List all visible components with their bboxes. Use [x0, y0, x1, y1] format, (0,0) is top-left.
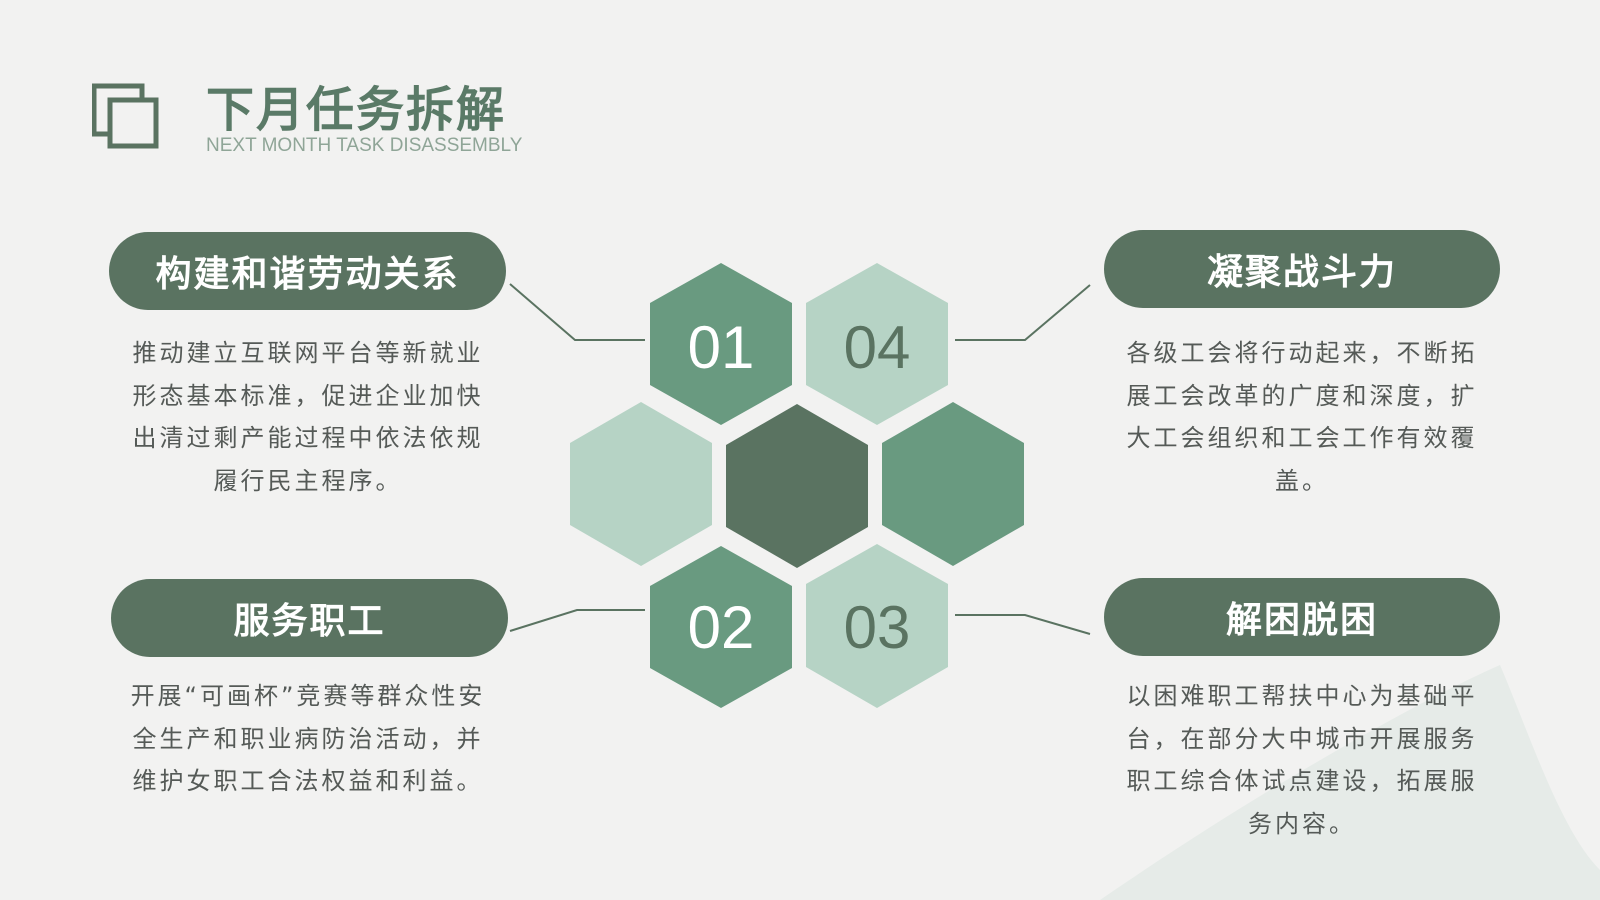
task-description-02: 开展“可画杯”竞赛等群众性安全生产和职业病防治活动，并维护女职工合法权益和利益。 — [130, 682, 486, 795]
task-title-pill-03: 解困脱困 — [1104, 578, 1500, 656]
hexagon-number-04: 04 — [843, 314, 911, 381]
connector-line-01 — [509, 283, 645, 341]
connector-line-02 — [509, 609, 645, 632]
hexagon-center — [726, 404, 868, 568]
hexagon-01 — [650, 263, 792, 425]
hexagon-right — [882, 402, 1024, 566]
hexagon-04 — [806, 263, 948, 425]
hexagon-left — [570, 402, 712, 566]
task-title-pill-04: 凝聚战斗力 — [1104, 230, 1500, 308]
hexagon-number-02: 02 — [687, 594, 755, 661]
task-title-pill-02: 服务职工 — [111, 579, 508, 657]
task-title-pill-01: 构建和谐劳动关系 — [109, 232, 506, 310]
hexagon-03 — [806, 544, 948, 708]
page-title: 下月任务拆解 — [206, 82, 507, 138]
task-description-03: 以困难职工帮扶中心为基础平台，在部分大中城市开展服务职工综合体试点建设，拓展服务… — [1126, 682, 1478, 838]
task-description-04: 各级工会将行动起来，不断拓展工会改革的广度和深度，扩大工会组织和工会工作有效覆盖… — [1126, 339, 1478, 495]
connector-line-03 — [955, 614, 1091, 635]
hexagon-number-03: 03 — [843, 594, 911, 661]
hexagon-02 — [650, 546, 792, 708]
layered-squares-icon — [92, 83, 159, 149]
connector-line-04 — [955, 284, 1091, 341]
hexagon-number-01: 01 — [687, 314, 755, 381]
task-description-01: 推动建立互联网平台等新就业形态基本标准，促进企业加快出清过剩产能过程中依法依规履… — [132, 339, 484, 495]
page-subtitle: NEXT MONTH TASK DISASSEMBLY — [206, 135, 523, 156]
